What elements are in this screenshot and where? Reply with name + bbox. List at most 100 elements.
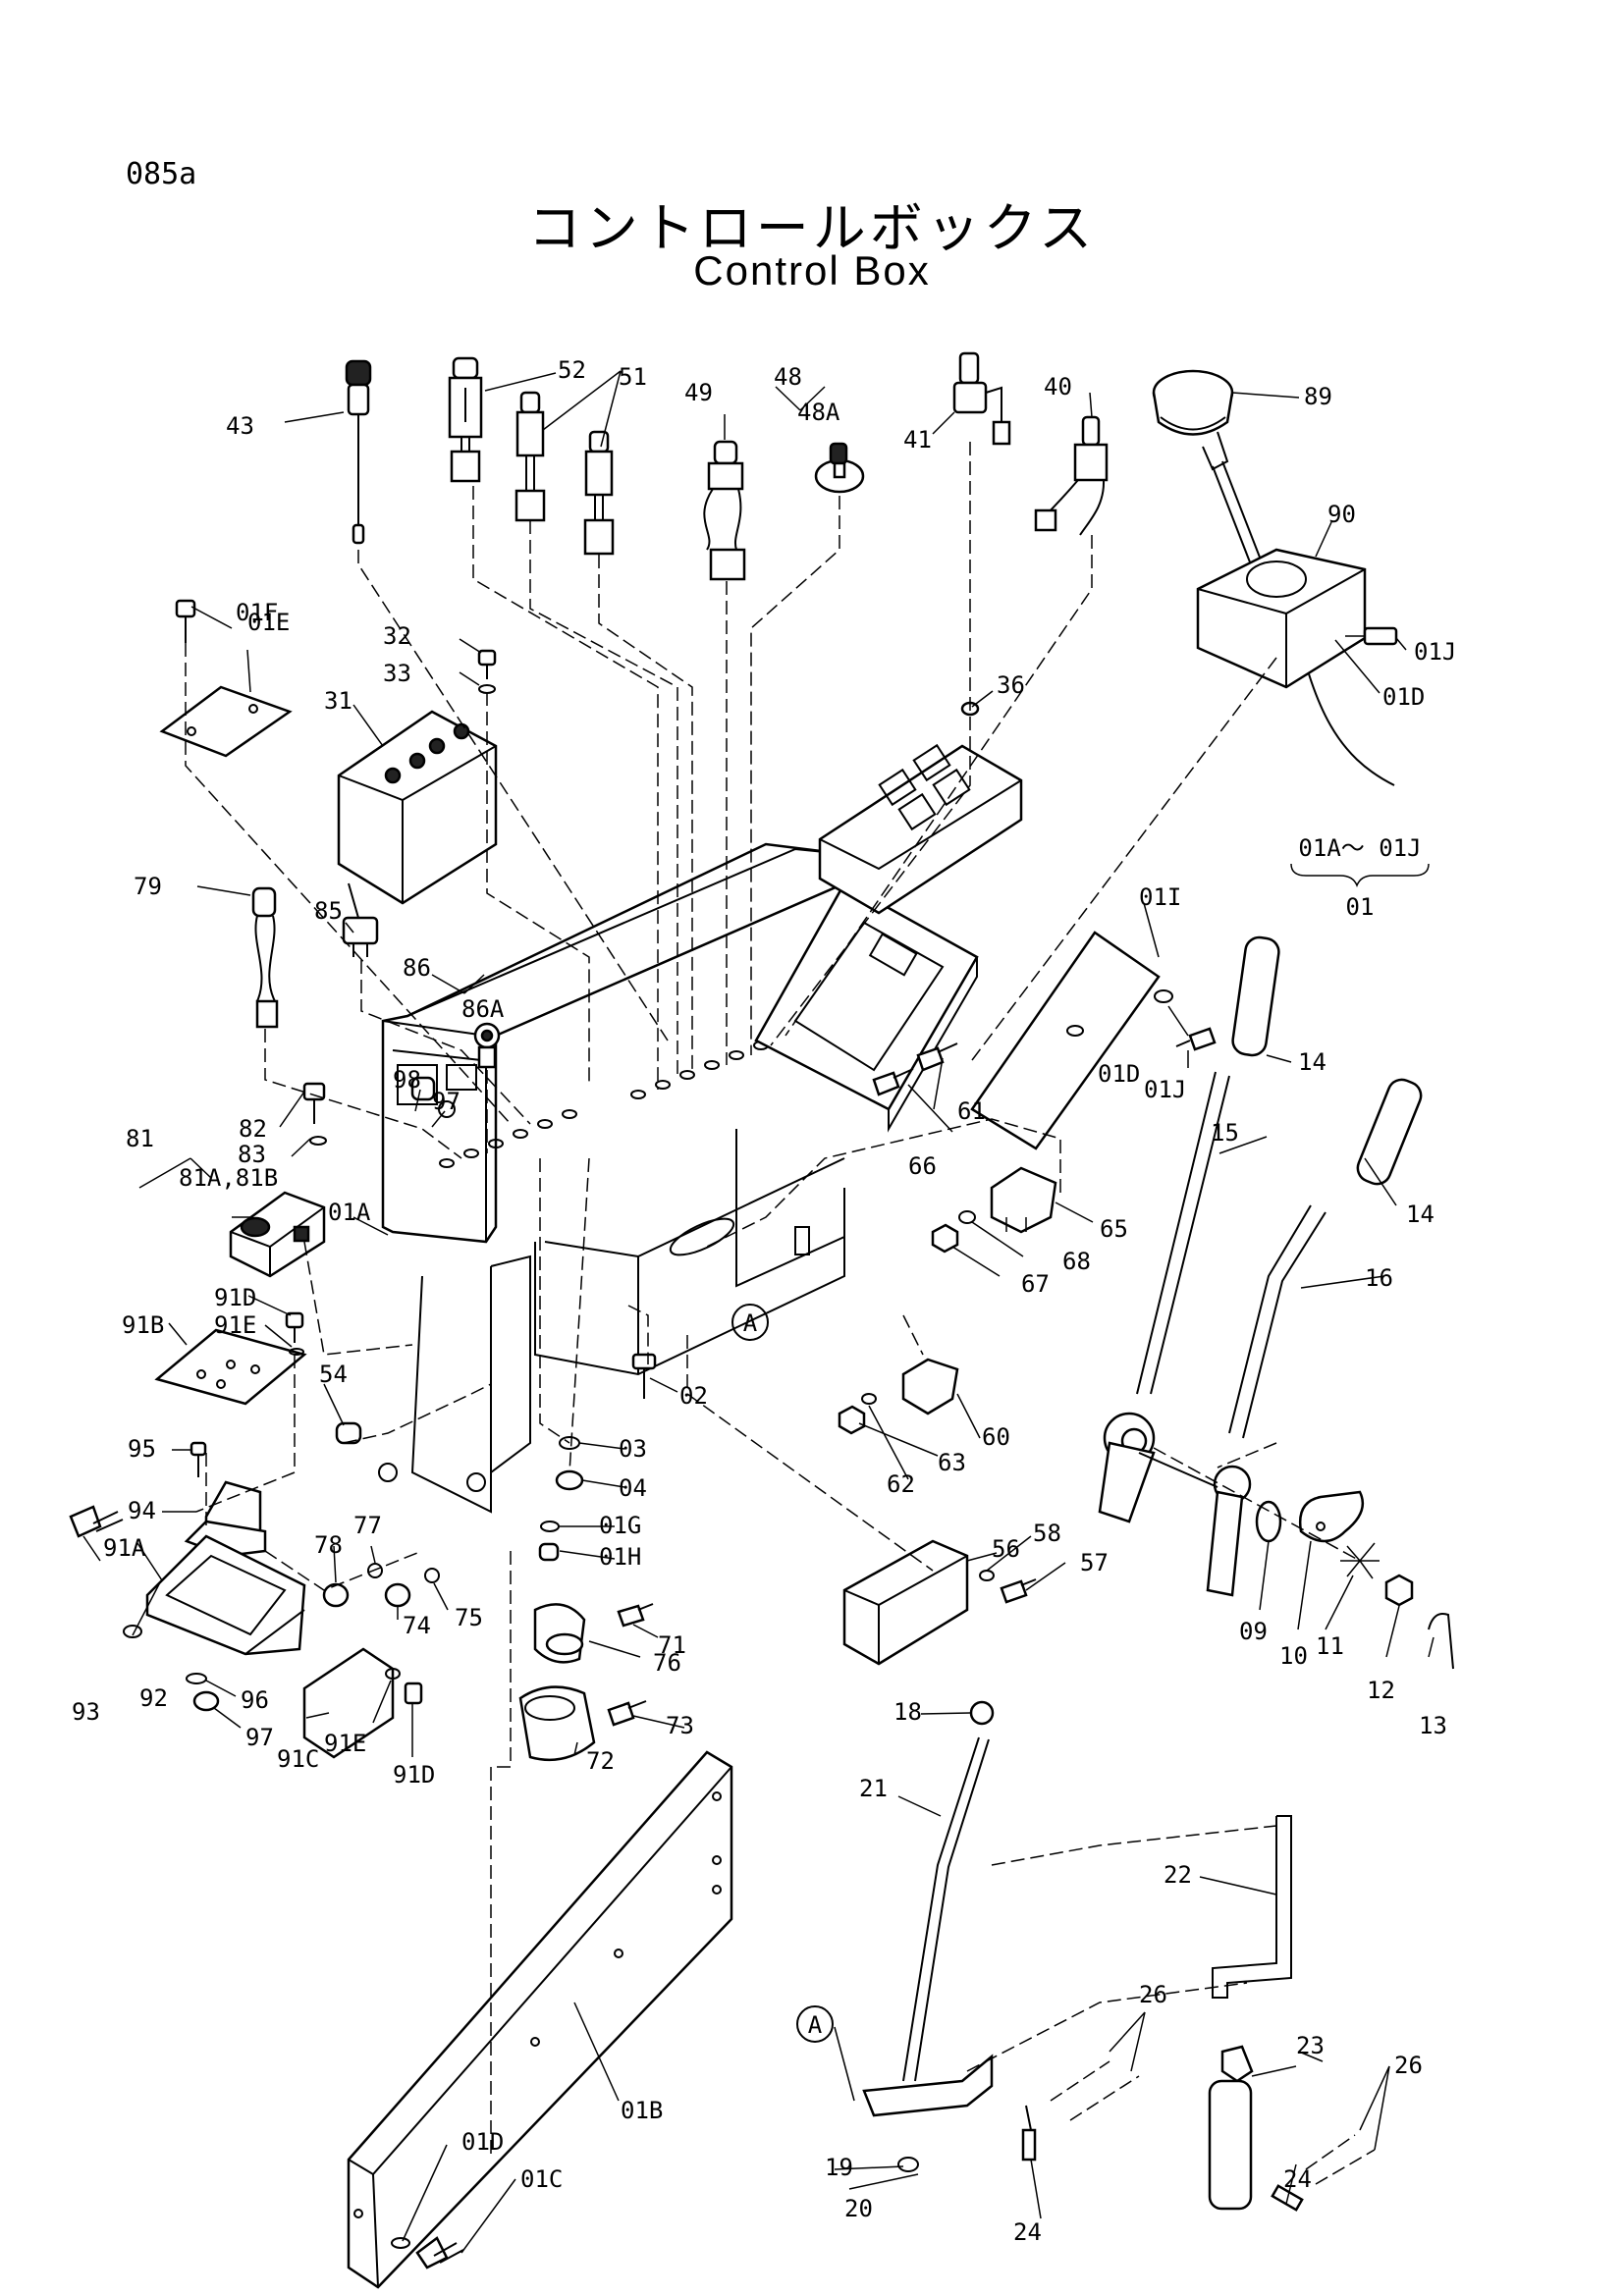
guide-lines bbox=[185, 442, 1361, 2160]
callout-01c: 01C bbox=[520, 2165, 563, 2193]
switch-51b bbox=[583, 430, 615, 556]
callout-14-a: 14 bbox=[1298, 1048, 1326, 1076]
callout-54: 54 bbox=[319, 1361, 348, 1388]
switch-79 bbox=[251, 886, 279, 1029]
plate-01E bbox=[159, 599, 293, 758]
callout-81: 81 bbox=[126, 1125, 154, 1152]
callout-78: 78 bbox=[314, 1531, 343, 1559]
callout-66: 66 bbox=[908, 1152, 937, 1180]
callout-20: 20 bbox=[844, 2195, 873, 2222]
callout-03: 03 bbox=[619, 1435, 647, 1463]
callout-41: 41 bbox=[903, 426, 932, 454]
callout-91e-b: 91E bbox=[324, 1730, 366, 1757]
callout-01j-a: 01J bbox=[1414, 638, 1456, 666]
callout-16: 16 bbox=[1365, 1264, 1393, 1292]
callout-91e-a: 91E bbox=[214, 1311, 256, 1339]
callout-02: 02 bbox=[679, 1382, 708, 1410]
center-hardware bbox=[518, 1353, 657, 1762]
callout-01b: 01B bbox=[621, 2097, 663, 2124]
right-middle-components bbox=[838, 1042, 1057, 1666]
callout-43: 43 bbox=[226, 412, 254, 440]
callout-01i: 01I bbox=[1139, 883, 1181, 911]
callout-01e: 01E bbox=[247, 609, 290, 636]
callout-01d-a: 01D bbox=[1382, 683, 1425, 711]
callout-81ab: 81A,81B bbox=[179, 1164, 278, 1192]
callout-01g: 01G bbox=[599, 1512, 641, 1539]
callout-26-a: 26 bbox=[1139, 1981, 1167, 2008]
display-panel-36 bbox=[818, 701, 1023, 915]
callout-40: 40 bbox=[1044, 373, 1072, 400]
callout-33: 33 bbox=[383, 660, 411, 687]
callout-01h: 01H bbox=[599, 1543, 641, 1571]
callout-95: 95 bbox=[128, 1435, 156, 1463]
callout-98: 98 bbox=[393, 1066, 421, 1094]
key-switch-48 bbox=[814, 442, 865, 494]
callout-71: 71 bbox=[658, 1631, 686, 1659]
callout-97-a: 97 bbox=[432, 1088, 460, 1115]
leader-lines bbox=[82, 370, 1435, 2254]
callout-63: 63 bbox=[938, 1449, 966, 1476]
callout-01d-c: 01D bbox=[461, 2128, 504, 2156]
reference-mark-a-lower: A bbox=[796, 2005, 834, 2043]
callout-24-a: 24 bbox=[1013, 2218, 1042, 2246]
callout-48: 48 bbox=[774, 363, 802, 391]
callout-94: 94 bbox=[128, 1497, 156, 1524]
hardware-93-92-96-97 bbox=[69, 1505, 220, 1712]
callout-57: 57 bbox=[1080, 1549, 1109, 1576]
callout-18: 18 bbox=[893, 1698, 922, 1726]
callout-79: 79 bbox=[134, 873, 162, 900]
title-japanese: コントロールボックス bbox=[527, 197, 1097, 259]
callout-68: 68 bbox=[1062, 1248, 1091, 1275]
callout-92: 92 bbox=[139, 1684, 168, 1712]
levers-15-16 bbox=[1098, 935, 1423, 1597]
callout-86a: 86A bbox=[461, 995, 505, 1023]
callout-75: 75 bbox=[455, 1604, 483, 1631]
plate-91B bbox=[154, 1311, 307, 1406]
callout-73: 73 bbox=[666, 1712, 694, 1739]
lower-linkage bbox=[862, 1700, 1376, 2212]
tray-91A bbox=[145, 1534, 306, 1656]
meter-box-31 bbox=[337, 649, 498, 905]
callout-10: 10 bbox=[1279, 1642, 1308, 1670]
callout-11: 11 bbox=[1316, 1632, 1344, 1660]
callout-23: 23 bbox=[1296, 2032, 1325, 2059]
group-bracket bbox=[1290, 863, 1430, 888]
callout-04: 04 bbox=[619, 1474, 647, 1502]
callout-86: 86 bbox=[403, 954, 431, 982]
callout-01f: 01F bbox=[236, 599, 278, 626]
callout-93: 93 bbox=[72, 1698, 100, 1726]
callout-19: 19 bbox=[825, 2154, 853, 2181]
callout-51: 51 bbox=[619, 363, 647, 391]
callout-67: 67 bbox=[1021, 1270, 1050, 1298]
callout-13: 13 bbox=[1419, 1712, 1447, 1739]
reference-label: A bbox=[808, 2011, 823, 2039]
callout-91a: 91A bbox=[103, 1534, 146, 1562]
page-code: 085a bbox=[126, 157, 197, 191]
callout-61: 61 bbox=[957, 1097, 986, 1125]
callout-82: 82 bbox=[239, 1115, 267, 1143]
bracket-90 bbox=[1196, 548, 1398, 689]
callout-01d-b: 01D bbox=[1098, 1060, 1140, 1088]
callout-91d-b: 91D bbox=[393, 1761, 435, 1789]
callout-85: 85 bbox=[314, 897, 343, 925]
callout-12: 12 bbox=[1367, 1677, 1395, 1704]
reference-mark-a-upper: A bbox=[731, 1304, 769, 1341]
parts-09-13 bbox=[1255, 1490, 1454, 1670]
bolt-82-washer-83 bbox=[302, 1082, 327, 1146]
group-note-range: 01A～ 01J bbox=[1298, 834, 1421, 862]
callout-65: 65 bbox=[1100, 1215, 1128, 1243]
callout-96: 96 bbox=[241, 1686, 269, 1714]
toggle-switch-85 bbox=[342, 882, 379, 957]
callout-26-b: 26 bbox=[1394, 2052, 1423, 2079]
switch-41 bbox=[952, 351, 1011, 446]
relay-94-bolt-95 bbox=[184, 1441, 267, 1558]
switch-43 bbox=[345, 359, 372, 545]
callout-22: 22 bbox=[1164, 1861, 1192, 1889]
lamp-81 bbox=[229, 1191, 326, 1278]
panel-01B bbox=[347, 1750, 733, 2289]
callout-36: 36 bbox=[997, 671, 1025, 699]
callout-62: 62 bbox=[887, 1470, 915, 1498]
callout-76: 76 bbox=[653, 1649, 681, 1677]
